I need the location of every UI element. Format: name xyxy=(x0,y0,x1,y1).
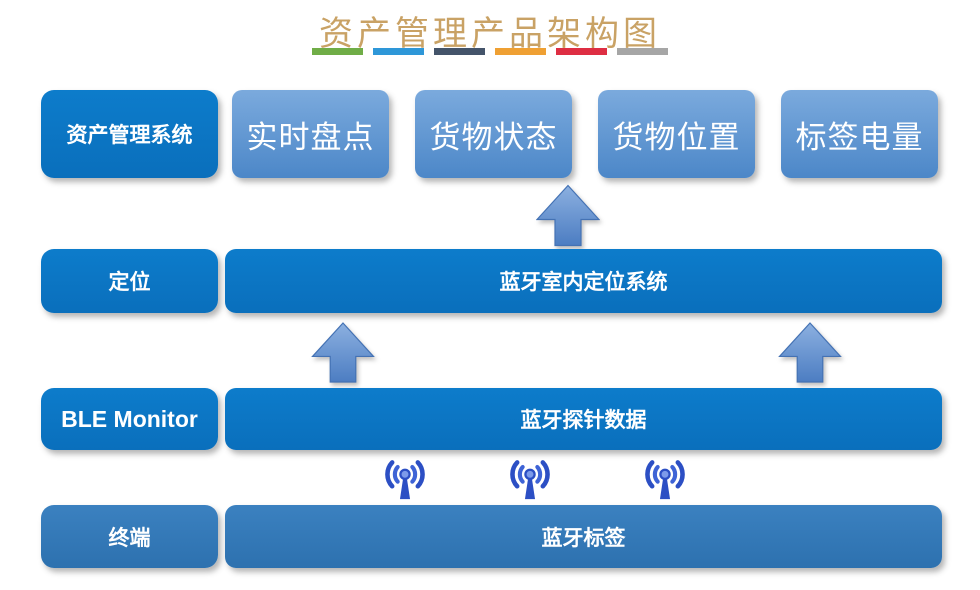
antenna-icon xyxy=(645,460,685,500)
underline-segment xyxy=(312,48,363,55)
feature-box-cargo-location: 货物位置 xyxy=(598,90,755,178)
layer-label-terminal: 终端 xyxy=(41,505,218,568)
layer-label-positioning: 定位 xyxy=(41,249,218,313)
up-arrow-icon xyxy=(778,322,842,383)
layer-bar-indoor-positioning-system: 蓝牙室内定位系统 xyxy=(225,249,942,313)
antenna-icon xyxy=(510,460,550,500)
layer-label-ble-monitor: BLE Monitor xyxy=(41,388,218,450)
underline-segment xyxy=(617,48,668,55)
layer-bar-bluetooth-probe-data: 蓝牙探针数据 xyxy=(225,388,942,450)
antenna-icon xyxy=(385,460,425,500)
underline-segment xyxy=(556,48,607,55)
feature-box-cargo-status: 货物状态 xyxy=(415,90,572,178)
underline-segment xyxy=(434,48,485,55)
title-underline xyxy=(0,48,980,55)
feature-box-realtime-inventory: 实时盘点 xyxy=(232,90,389,178)
up-arrow-icon xyxy=(536,184,600,247)
underline-segment xyxy=(495,48,546,55)
page-title: 资产管理产品架构图 xyxy=(319,15,661,53)
up-arrow-icon xyxy=(311,322,375,383)
feature-box-tag-battery: 标签电量 xyxy=(781,90,938,178)
layer-bar-bluetooth-tag: 蓝牙标签 xyxy=(225,505,942,568)
underline-segment xyxy=(373,48,424,55)
system-box: 资产管理系统 xyxy=(41,90,218,178)
